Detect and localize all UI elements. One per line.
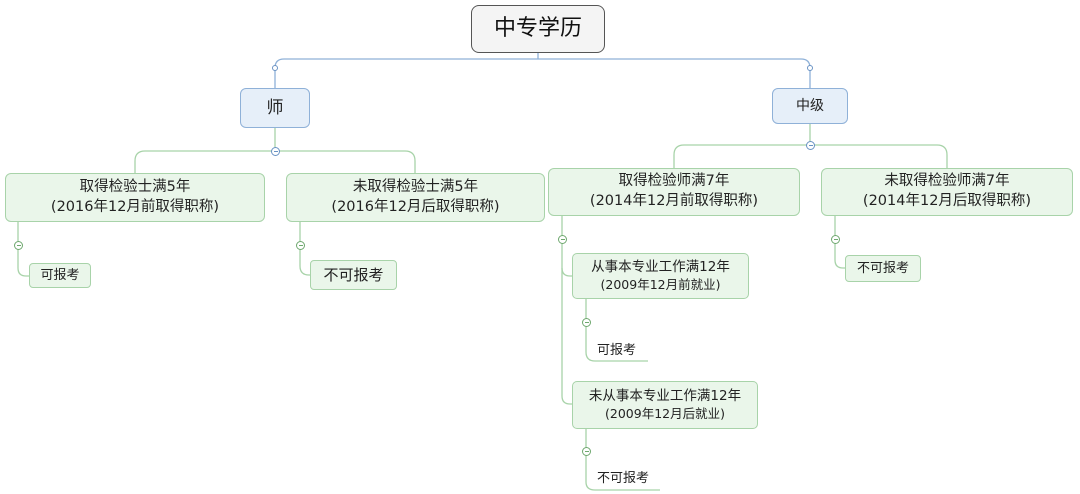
collapse-toggle-icon[interactable] — [558, 235, 567, 244]
branch-label: 师 — [266, 97, 284, 118]
result-label: 不可报考 — [323, 265, 384, 284]
root-label: 中专学历 — [493, 16, 582, 42]
condition-title: 取得检验士满5年 — [79, 178, 191, 195]
connector-dot — [807, 65, 813, 71]
sub-condition-note: (2009年12月前就业) — [600, 276, 721, 292]
result-node[interactable]: 不可报考 — [845, 255, 921, 282]
sub-condition-node[interactable]: 从事本专业工作满12年 (2009年12月前就业) — [572, 253, 749, 299]
result-node[interactable]: 可报考 — [597, 341, 657, 361]
connector-dot — [272, 65, 278, 71]
condition-note: (2014年12月前取得职称) — [589, 193, 759, 209]
result-node[interactable]: 不可报考 — [597, 469, 667, 489]
collapse-toggle-icon[interactable] — [271, 147, 280, 156]
result-label: 不可报考 — [597, 471, 650, 487]
branch-node-shi[interactable]: 师 — [240, 88, 310, 128]
condition-title: 取得检验师满7年 — [618, 173, 730, 190]
collapse-toggle-icon[interactable] — [582, 447, 591, 456]
result-label: 可报考 — [597, 343, 637, 359]
condition-title: 未取得检验士满5年 — [352, 178, 479, 195]
condition-note: (2014年12月后取得职称) — [862, 193, 1032, 209]
branch-label: 中级 — [796, 97, 824, 114]
sub-condition-note: (2009年12月后就业) — [605, 405, 725, 421]
collapse-toggle-icon[interactable] — [296, 241, 305, 250]
condition-node[interactable]: 取得检验士满5年 (2016年12月前取得职称) — [5, 173, 265, 222]
result-label: 不可报考 — [856, 260, 909, 276]
condition-node[interactable]: 未取得检验师满7年 (2014年12月后取得职称) — [821, 168, 1073, 216]
collapse-toggle-icon[interactable] — [806, 141, 815, 150]
branch-node-zhongji[interactable]: 中级 — [772, 88, 848, 124]
result-label: 可报考 — [40, 267, 80, 283]
sub-condition-node[interactable]: 未从事本专业工作满12年 (2009年12月后就业) — [572, 381, 758, 429]
condition-node[interactable]: 未取得检验士满5年 (2016年12月后取得职称) — [286, 173, 545, 222]
collapse-toggle-icon[interactable] — [14, 241, 23, 250]
sub-condition-title: 从事本专业工作满12年 — [591, 259, 730, 276]
condition-note: (2016年12月前取得职称) — [50, 198, 220, 215]
root-node[interactable]: 中专学历 — [471, 5, 605, 53]
condition-node[interactable]: 取得检验师满7年 (2014年12月前取得职称) — [548, 168, 800, 216]
result-node[interactable]: 可报考 — [29, 263, 91, 288]
collapse-toggle-icon[interactable] — [831, 235, 840, 244]
sub-condition-title: 未从事本专业工作满12年 — [588, 388, 742, 405]
result-node[interactable]: 不可报考 — [310, 260, 397, 290]
condition-note: (2016年12月后取得职称) — [331, 198, 500, 215]
collapse-toggle-icon[interactable] — [582, 318, 591, 327]
condition-title: 未取得检验师满7年 — [884, 173, 1010, 190]
